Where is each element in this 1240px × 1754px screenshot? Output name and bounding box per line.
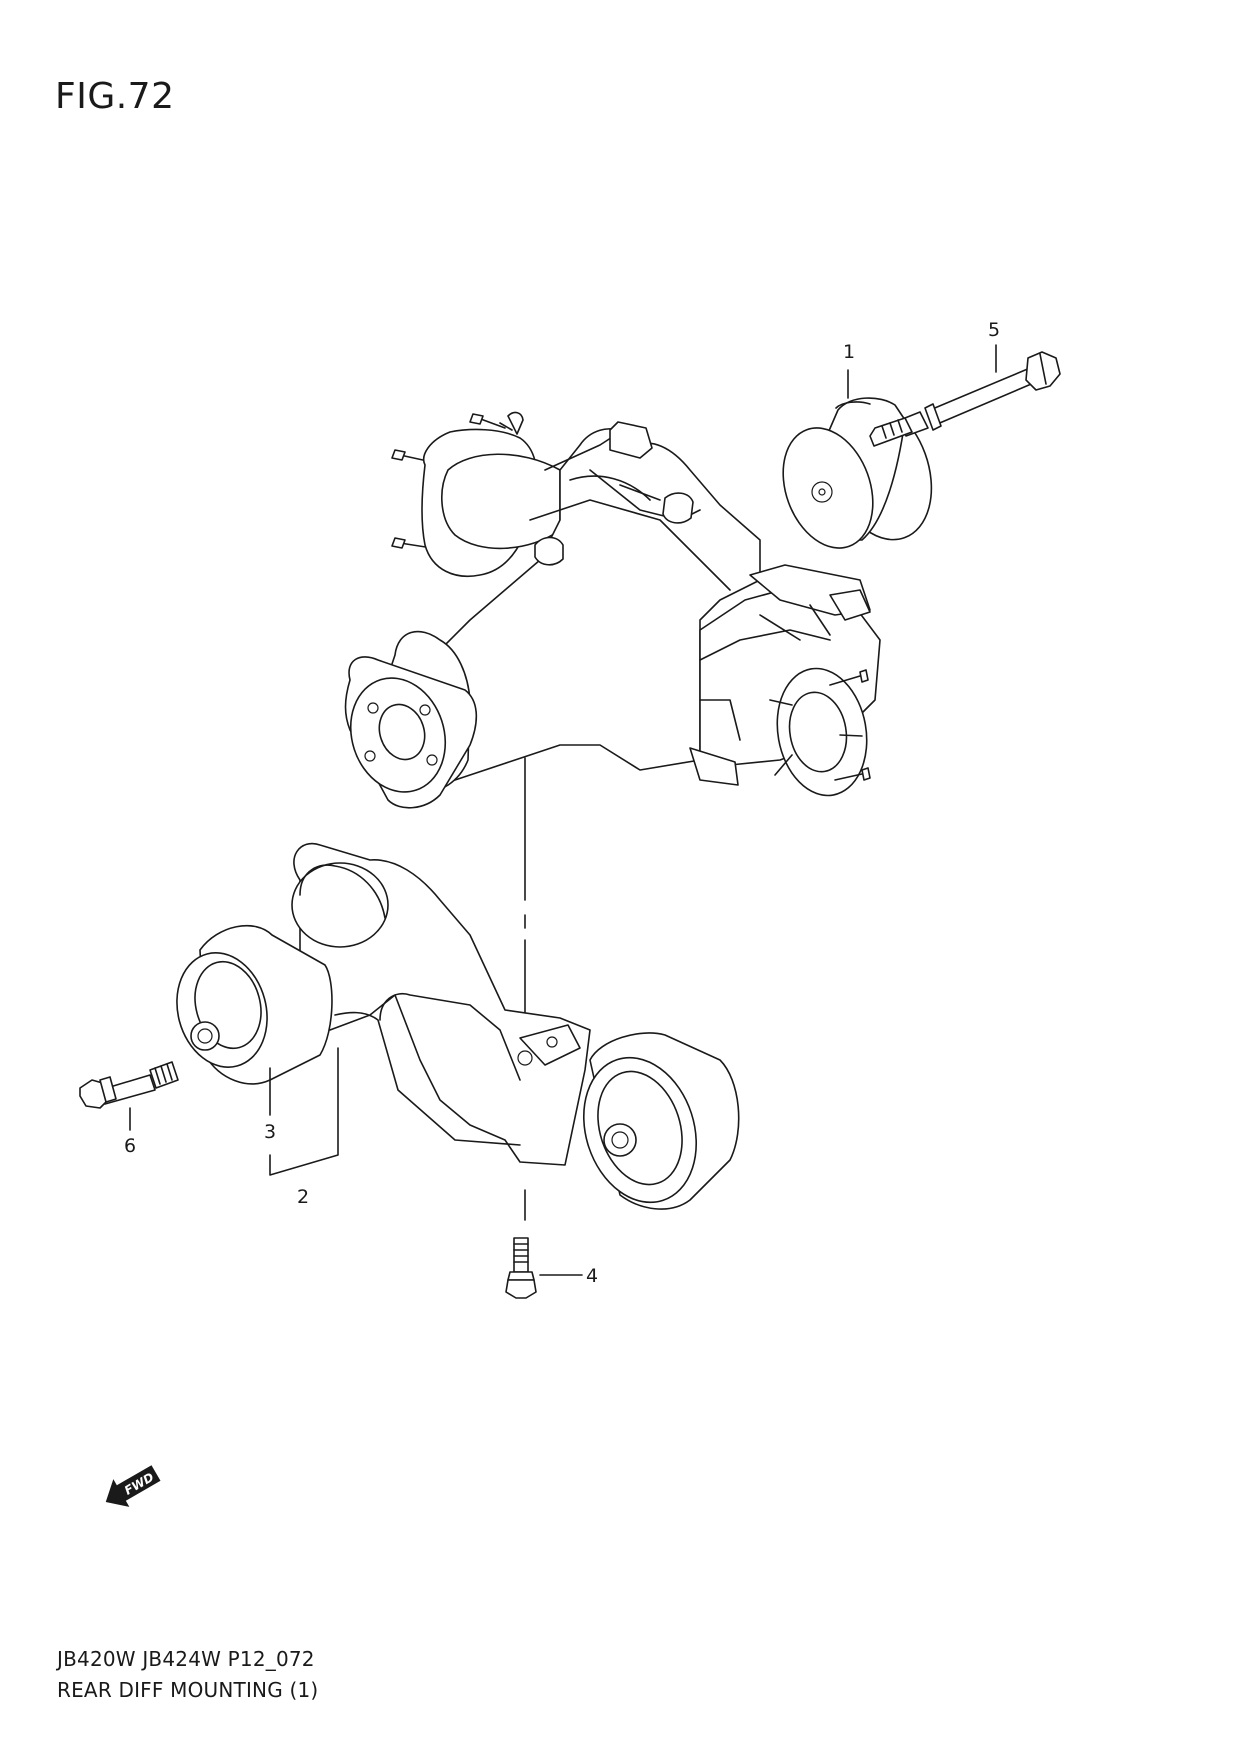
model-line: JB420W JB424W P12_072 xyxy=(57,1647,315,1671)
callout-part-3: 3 xyxy=(264,1121,276,1143)
leader-lines xyxy=(129,344,997,1276)
part-3-bushing xyxy=(176,924,333,1085)
figure-title: FIG.72 xyxy=(55,76,175,117)
callout-part-1: 1 xyxy=(843,341,855,363)
part-6-bolt xyxy=(79,1061,179,1109)
callout-part-4: 4 xyxy=(586,1265,598,1287)
fwd-arrow-icon: FWD xyxy=(105,1465,161,1507)
callout-part-5: 5 xyxy=(988,319,1000,341)
figure-caption: REAR DIFF MOUNTING (1) xyxy=(57,1678,319,1702)
callout-part-2: 2 xyxy=(297,1186,309,1208)
part-5-bolt xyxy=(869,351,1061,447)
part-2-bracket xyxy=(291,842,591,1166)
rear-differential-housing xyxy=(344,411,881,809)
part-4-bolt xyxy=(505,1237,537,1299)
right-bushing xyxy=(582,1032,740,1210)
callout-part-6: 6 xyxy=(124,1135,136,1157)
part-1-bushing xyxy=(782,397,933,549)
